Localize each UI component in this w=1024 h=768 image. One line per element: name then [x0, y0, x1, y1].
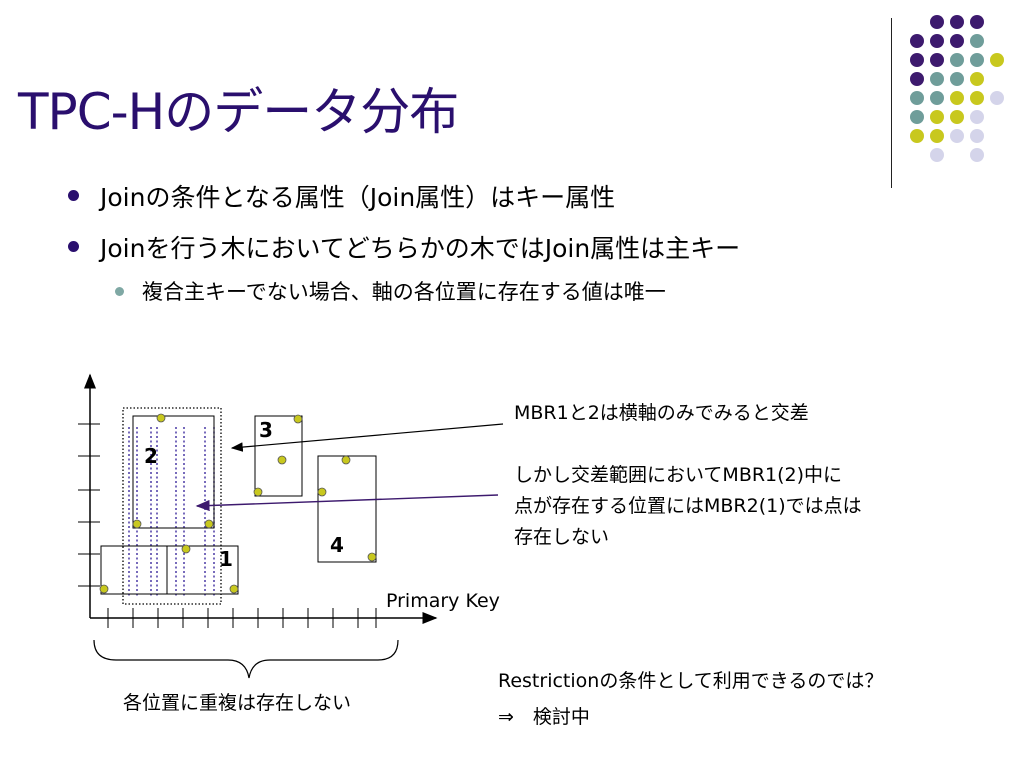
- decorative-divider-line: [891, 18, 892, 188]
- annotation-explain-line: しかし交差範囲においてMBR1(2)中に: [514, 464, 843, 486]
- x-axis-label: Primary Key: [386, 590, 500, 612]
- annotation-explain-line: 存在しない: [514, 526, 610, 548]
- mbr-label-1: 1: [219, 547, 233, 571]
- footer-line-1: Restrictionの条件として利用できるのでは？: [498, 670, 884, 692]
- point: [99, 584, 109, 594]
- mbr-label-3: 3: [259, 418, 273, 442]
- point: [253, 487, 263, 497]
- x-axis-ticks: [107, 608, 377, 628]
- mbr-3-rect: [254, 415, 303, 497]
- brace: [93, 639, 399, 679]
- point: [204, 519, 214, 529]
- bullet-dot-icon: [68, 241, 79, 252]
- mbr-label-4: 4: [330, 533, 344, 557]
- sub-bullet-dot-icon: [115, 287, 124, 296]
- point: [293, 414, 303, 424]
- point: [181, 544, 191, 554]
- mbr-label-2: 2: [144, 444, 158, 468]
- annotation-arrow-explain: [195, 494, 499, 512]
- annotation-arrow-intersect: [230, 423, 504, 452]
- footer-line-2: ⇒ 検討中: [498, 706, 590, 728]
- bullet-text: Joinの条件となる属性（Join属性）はキー属性: [100, 183, 616, 212]
- slide-title: TPC-Hのデータ分布: [18, 83, 459, 141]
- point: [132, 519, 142, 529]
- annotation-explain-block: しかし交差範囲においてMBR1(2)中に 点が存在する位置にはMBR2(1)では…: [514, 460, 862, 553]
- annotation-explain-line: 点が存在する位置にはMBR2(1)では点は: [514, 495, 862, 517]
- point: [367, 552, 377, 562]
- mbr-4-rect: [317, 455, 377, 563]
- sub-bullet-text: 複合主キーでない場合、軸の各位置に存在する値は唯一: [142, 280, 666, 304]
- y-axis-ticks: [78, 423, 100, 587]
- annotation-intersect: MBR1と2は横軸のみでみると交差: [514, 402, 809, 424]
- bullet-item: Joinの条件となる属性（Join属性）はキー属性: [68, 178, 616, 214]
- bullet-item: Joinを行う木においてどちらかの木ではJoin属性は主キー: [68, 229, 741, 265]
- point: [317, 487, 327, 497]
- brace-caption: 各位置に重複は存在しない: [123, 692, 352, 714]
- data-points: [99, 413, 377, 594]
- mbr-1-rect: [100, 545, 239, 595]
- sub-bullet-item: 複合主キーでない場合、軸の各位置に存在する値は唯一: [115, 276, 666, 306]
- bullet-dot-icon: [68, 190, 79, 201]
- point: [229, 584, 239, 594]
- guide-lines: [128, 427, 215, 598]
- point: [277, 455, 287, 465]
- bullet-text: Joinを行う木においてどちらかの木ではJoin属性は主キー: [100, 234, 741, 263]
- mbr-2-rect: [132, 415, 215, 529]
- point: [341, 455, 351, 465]
- overlap-region-box: [122, 407, 222, 605]
- point: [156, 413, 166, 423]
